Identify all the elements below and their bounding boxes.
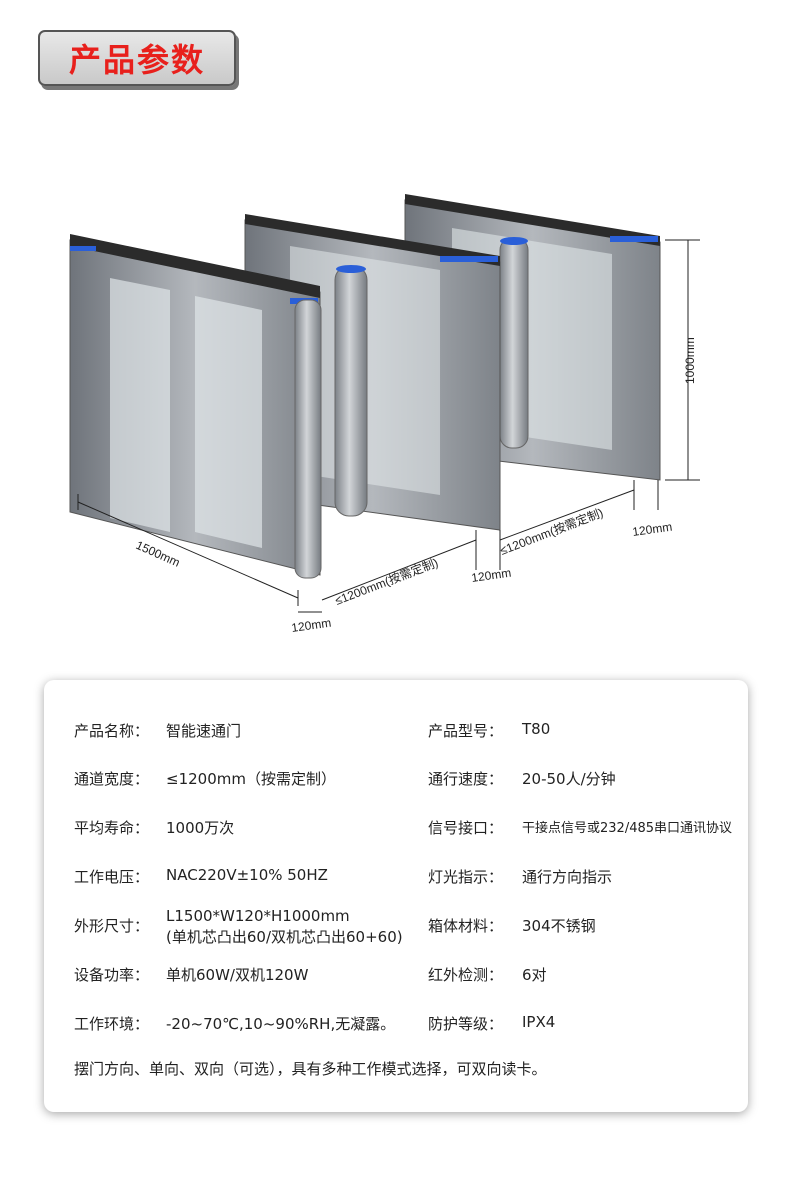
spec-label: 产品型号： [428,722,504,740]
dimension-lines [77,239,700,613]
spec-value: 304不锈钢 [522,917,596,935]
product-illustration: 1500mm ≤1200mm(按需定制) ≤1200mm(按需定制) 120mm… [69,194,700,635]
spec-value-secondary: (单机芯凸出60/双机芯凸出60+60) [166,928,403,946]
dim-cabinet-c: 120mm [631,520,673,539]
feature-note: 摆门方向、单向、双向（可选），具有多种工作模式选择，可双向读卡。 [74,1060,547,1078]
spec-label: 灯光指示： [428,868,504,886]
spec-label: 箱体材料： [428,917,504,935]
spec-label: 平均寿命： [74,819,150,837]
spec-value: ≤1200mm（按需定制） [166,770,336,788]
spec-label: 防护等级： [428,1015,504,1033]
spec-value: IPX4 [522,1013,556,1031]
spec-value: 智能速通门 [166,722,242,740]
spec-label: 产品名称： [74,722,150,740]
spec-label: 工作电压： [74,868,150,886]
dim-total-length: 1500mm [134,538,182,570]
dim-height: 1000mm [683,337,697,384]
spec-label: 信号接口： [428,819,504,837]
page-title-badge: 产品参数 [38,30,236,86]
dim-cabinet-a: 120mm [290,616,332,635]
spec-label: 工作环境： [74,1015,150,1033]
spec-value: 干接点信号或232/485串口通讯协议 [522,821,733,836]
cabinet-front [69,234,322,579]
spec-value: NAC220V±10% 50HZ [166,866,328,884]
spec-card: 产品名称： 智能速通门 产品型号： T80 通道宽度： ≤1200mm（按需定制… [44,680,748,1112]
spec-label: 通行速度： [428,770,504,788]
dim-cabinet-b: 120mm [470,566,512,585]
spec-label: 外形尺寸： [74,917,150,935]
dim-lane-a: ≤1200mm(按需定制) [333,555,440,608]
spec-label: 红外检测： [428,966,504,984]
spec-value: 单机60W/双机120W [166,966,309,984]
spec-value: 20-50人/分钟 [522,770,616,788]
spec-value: 1000万次 [166,819,235,837]
spec-value: -20~70℃,10~90%RH,无凝露。 [166,1015,396,1033]
dim-lane-b: ≤1200mm(按需定制) [498,505,605,558]
spec-value: 通行方向指示 [522,868,613,886]
spec-value: 6对 [522,966,547,984]
page-title: 产品参数 [68,41,205,79]
spec-label: 通道宽度： [74,770,150,788]
spec-label: 设备功率： [74,966,150,984]
spec-value: T80 [522,720,551,738]
spec-value: L1500*W120*H1000mm [166,907,350,925]
